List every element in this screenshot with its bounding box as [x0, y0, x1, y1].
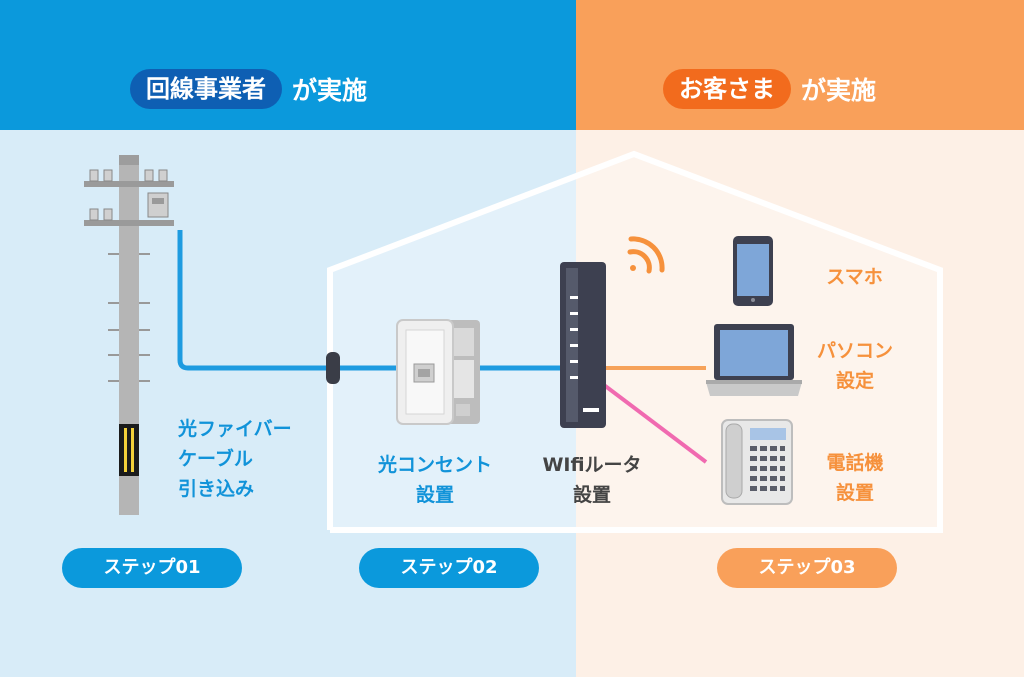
fiber-cable-label: 光ファイバー ケーブル 引き込み: [178, 414, 292, 504]
operator-pill: 回線事業者: [130, 69, 282, 109]
customer-header-suffix: が実施: [801, 76, 877, 105]
telephone-icon: [721, 419, 793, 505]
house-outline: [327, 150, 943, 533]
router-label-line2: 設置: [572, 484, 611, 506]
utility-pole-icon: [84, 155, 174, 515]
fiber-cable: [177, 230, 580, 371]
wifi-router-icon: [560, 262, 606, 428]
operator-header-suffix: が実施: [292, 76, 368, 105]
outlet-label-line2: 設置: [415, 484, 454, 506]
step-03-badge: ステップ03: [717, 548, 897, 588]
phone-label: 電話機 設置: [800, 448, 910, 508]
outlet-label: 光コンセント 設置: [360, 450, 510, 510]
smartphone-label-text: スマホ: [826, 266, 883, 288]
customer-pill: お客さま: [663, 69, 791, 109]
laptop-icon: [706, 324, 802, 396]
fiber-cable-label-line3: 引き込み: [178, 478, 255, 500]
step-02-badge: ステップ02: [359, 548, 539, 588]
optical-outlet-icon: [396, 319, 480, 425]
smartphone-label: スマホ: [812, 262, 897, 292]
pc-label-line1: パソコン: [816, 340, 893, 362]
phone-cable: [598, 380, 708, 464]
wifi-signal-icon: [627, 236, 665, 274]
smartphone-icon: [733, 236, 773, 306]
router-label: WIfiルータ 設置: [527, 450, 657, 510]
step-01-badge: ステップ01: [62, 548, 242, 588]
cable-connector: [326, 352, 340, 384]
outlet-label-line1: 光コンセント: [377, 454, 492, 476]
operator-header-bg: [0, 0, 576, 130]
phone-label-line2: 設置: [835, 482, 874, 504]
phone-label-line1: 電話機: [826, 452, 884, 474]
router-label-line1: WIfiルータ: [542, 454, 642, 476]
operator-header: 回線事業者 が実施: [130, 68, 367, 110]
fiber-cable-label-line2: ケーブル: [178, 448, 253, 470]
fiber-cable-label-line1: 光ファイバー: [178, 418, 292, 440]
pc-label: パソコン 設定: [800, 336, 910, 396]
pc-label-line2: 設定: [835, 370, 874, 392]
customer-header: お客さま が実施: [663, 68, 876, 110]
customer-header-bg: [576, 0, 1024, 130]
